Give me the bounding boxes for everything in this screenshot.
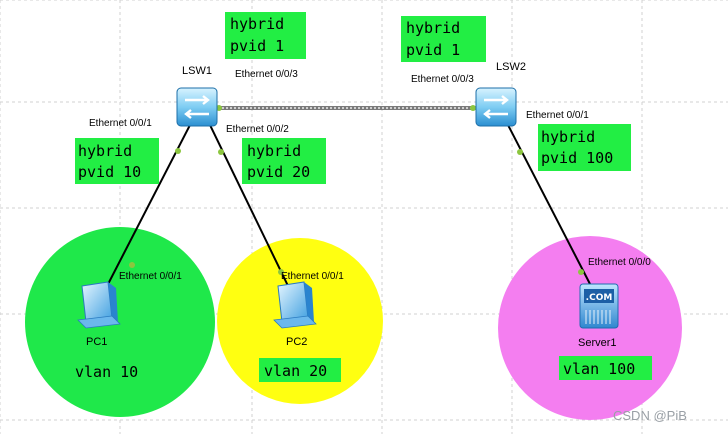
port-label-lsw1-e003: Ethernet 0/0/3: [235, 69, 298, 80]
vlan-label-20: vlan 20: [259, 358, 341, 382]
vlan-label-10: vlan 10: [70, 359, 156, 383]
svg-text:pvid 1: pvid 1: [230, 37, 284, 55]
svg-text:vlan 10: vlan 10: [75, 363, 138, 381]
svg-text:hybrid: hybrid: [78, 142, 132, 160]
svg-text:pvid 100: pvid 100: [541, 149, 613, 167]
vlan-10-zone: [25, 227, 215, 417]
svg-text:hybrid: hybrid: [230, 15, 284, 33]
svg-text:pvid 20: pvid 20: [247, 163, 310, 181]
svg-text:hybrid: hybrid: [541, 128, 595, 146]
server1-label: Server1: [578, 337, 617, 349]
pc-icon[interactable]: [273, 281, 317, 329]
lsw2-label: LSW2: [496, 61, 526, 73]
config-box-lsw2-e003: hybrid pvid 1: [401, 16, 486, 62]
config-box-lsw1-e003: hybrid pvid 1: [225, 12, 306, 59]
watermark: CSDN @PiB: [613, 408, 687, 423]
link-port-dots: [129, 105, 584, 275]
pc2-label: PC2: [286, 336, 307, 348]
config-box-lsw1-e001: hybrid pvid 10: [75, 138, 159, 184]
config-box-lsw1-e002: hybrid pvid 20: [242, 138, 326, 184]
switch-icon[interactable]: [176, 87, 218, 127]
server-badge-text: .COM: [586, 293, 613, 303]
pc-icon[interactable]: [77, 281, 121, 329]
switch-icon[interactable]: [475, 87, 517, 127]
config-box-lsw2-e001: hybrid pvid 100: [538, 124, 631, 171]
svg-text:hybrid: hybrid: [247, 142, 301, 160]
server-icon[interactable]: .COM: [579, 283, 619, 329]
svg-text:hybrid: hybrid: [406, 19, 460, 37]
pc1-label: PC1: [86, 336, 107, 348]
port-label-lsw1-e002: Ethernet 0/0/2: [226, 124, 289, 135]
vlan-label-100: vlan 100: [559, 356, 652, 380]
port-label-lsw2-e003: Ethernet 0/0/3: [411, 74, 474, 85]
svg-text:vlan 100: vlan 100: [563, 360, 635, 378]
lsw1-label: LSW1: [182, 65, 212, 77]
svg-text:pvid 1: pvid 1: [406, 41, 460, 59]
port-label-pc2-e001: Ethernet 0/0/1: [281, 271, 344, 282]
svg-text:pvid 10: pvid 10: [78, 163, 141, 181]
port-label-lsw2-e001: Ethernet 0/0/1: [526, 110, 589, 121]
svg-text:vlan 20: vlan 20: [264, 362, 327, 380]
port-label-lsw1-e001: Ethernet 0/0/1: [89, 118, 152, 129]
port-label-server1-e000: Ethernet 0/0/0: [588, 257, 651, 268]
port-label-pc1-e001: Ethernet 0/0/1: [119, 271, 182, 282]
